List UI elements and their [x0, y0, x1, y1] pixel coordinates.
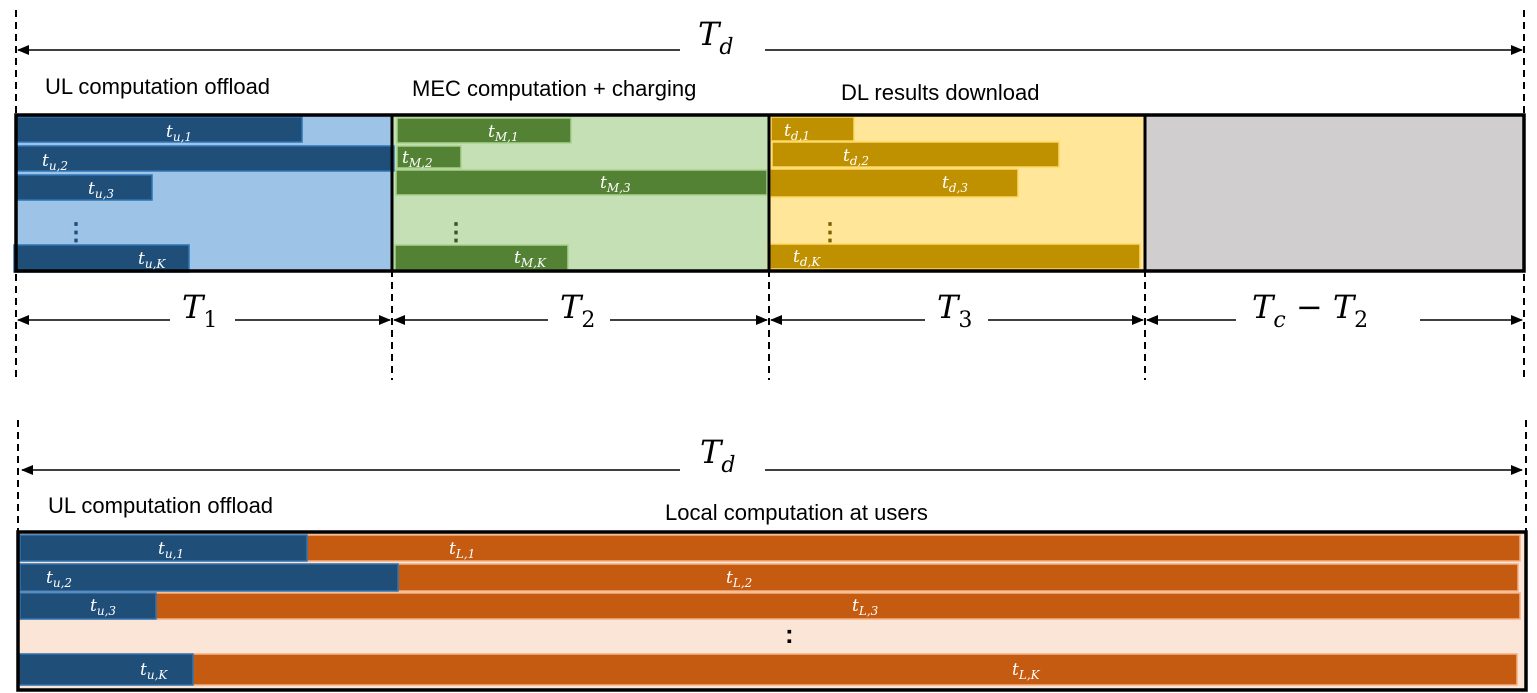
top-phase-label-dl: DL results download: [841, 80, 1040, 105]
bottom-diagram: Td UL computation offload Local computat…: [16, 420, 1528, 693]
bottom-td-label: Td: [700, 433, 735, 478]
bottom-local-bar-1-label: tL,1: [449, 539, 475, 561]
top-uplink-bar-2: [15, 145, 395, 172]
bottom-phase-label-local: Local computation at users: [665, 500, 928, 525]
bottom-uplink-bars: tu,1 tu,2 tu,3 tu,K: [17, 534, 399, 686]
bottom-phase-label-uplink: UL computation offload: [48, 493, 273, 518]
top-uplink-bar-3-label: tu,3: [88, 179, 114, 201]
bottom-uplink-bar-2: [19, 563, 399, 592]
bottom-uplink-bar-3: [19, 592, 157, 620]
span-t1-label: T1: [182, 288, 217, 333]
top-dl-ellipsis: ⋮: [818, 219, 842, 246]
top-mec-bars: tM,1 tM,2 tM,3 tM,K ⋮: [394, 117, 768, 271]
top-dl-bar-3-label: td,3: [942, 173, 968, 195]
bottom-uplink-bar-1-label: tu,1: [158, 539, 184, 561]
top-uplink-ellipsis: ⋮: [64, 219, 88, 246]
bottom-uplink-bar-3-label: tu,3: [90, 596, 116, 618]
bottom-local-bar-k-label: tL,K: [1012, 660, 1041, 682]
top-dl-bars: td,1 td,2 td,3 td,K ⋮: [767, 116, 1141, 270]
bottom-uplink-bar-2-label: tu,2: [46, 568, 72, 590]
top-uplink-bar-2-label: tu,2: [42, 151, 68, 173]
bottom-ellipsis: :: [785, 619, 794, 649]
top-dl-bar-2: [771, 141, 1060, 168]
top-uplink-bar-1-label: tu,1: [166, 122, 192, 144]
top-mec-bar-2-label: tM,2: [402, 148, 433, 170]
top-td-label: Td: [698, 15, 733, 60]
top-uplink-bar-k-label: tu,K: [138, 249, 166, 271]
top-span-arrows: T1 T2 T3 Tc − T2: [17, 288, 1523, 333]
top-mec-bar-3-label: tM,3: [600, 173, 631, 195]
top-phase-label-uplink: UL computation offload: [45, 74, 270, 99]
top-dl-bar-k-label: td,K: [793, 247, 821, 269]
bottom-uplink-bar-k: [17, 653, 194, 686]
top-dl-bar-k: [767, 243, 1141, 270]
span-t3-label: T3: [937, 288, 972, 333]
top-dl-bar-1: [770, 116, 855, 142]
top-uplink-bars: tu,1 tu,2 tu,3 tu,K ⋮: [13, 116, 395, 273]
top-uplink-bar-1: [15, 116, 303, 143]
span-idle-label: Tc − T2: [1252, 288, 1368, 333]
top-mec-bar-1-label: tM,1: [488, 122, 519, 144]
top-idle-phase: [1145, 115, 1524, 271]
top-mec-bar-1: [396, 117, 572, 144]
top-uplink-bar-3: [15, 174, 153, 201]
bottom-uplink-bar-1: [19, 534, 308, 562]
top-mec-bar-3: [395, 169, 768, 196]
bottom-uplink-bar-k-label: tu,K: [140, 660, 168, 682]
top-mec-bar-2: [396, 145, 462, 169]
top-diagram: Td UL computation offload MEC computatio…: [13, 10, 1526, 380]
bottom-local-bars: tL,1 tL,2 tL,3 tL,K: [19, 534, 1521, 686]
bottom-local-bar-2-label: tL,2: [726, 568, 752, 590]
top-dl-bar-1-label: td,1: [784, 121, 810, 143]
bottom-local-bar-3-label: tL,3: [852, 596, 879, 618]
bottom-local-bar-k: [19, 653, 1518, 686]
top-uplink-bar-k: [13, 244, 190, 273]
span-t2-label: T2: [560, 288, 595, 333]
top-mec-bar-k: [394, 244, 569, 271]
top-mec-ellipsis: ⋮: [444, 219, 468, 246]
top-dl-bar-3: [769, 168, 1019, 198]
top-mec-bar-k-label: tM,K: [514, 248, 547, 270]
bottom-local-bar-3: [19, 592, 1521, 620]
top-dl-bar-2-label: td,2: [843, 146, 869, 168]
top-phase-label-mec: MEC computation + charging: [412, 76, 696, 101]
bottom-frame: [16, 530, 1528, 692]
